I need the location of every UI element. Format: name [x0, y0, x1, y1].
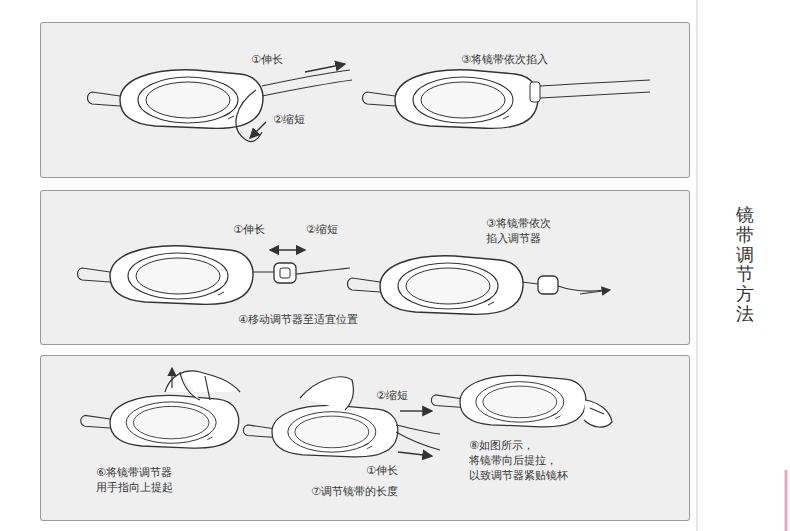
step-label: ⑥将镜带调节器 用手指向上提起 — [96, 466, 196, 496]
step-label: ②缩短 — [306, 223, 366, 238]
instruction-panel: ①伸长 ②缩短 ③将镜带依次掐入 — [40, 22, 690, 178]
step-label: ①伸长 — [366, 464, 426, 479]
step-label: ④移动调节器至适宜位置 — [238, 313, 408, 328]
step-label: ②缩短 — [376, 389, 436, 404]
instruction-panel: ①伸长 ②缩短 ③将镜带依次 掐入调节器 ④移动调节器至适宜位置 — [40, 190, 690, 345]
instruction-panel: ⑥将镜带调节器 用手指向上提起 ②缩短 ①伸长 ⑦调节镜带的长度 ⑧如图所示， 将镜带向… — [40, 355, 690, 521]
step-label: ①伸长 — [251, 53, 311, 68]
side-title: 镜带调节方法 — [736, 205, 754, 324]
step-label: ⑧如图所示， 将镜带向后提拉， 以致调节器紧贴镜杯 — [469, 439, 619, 484]
step-label: ②缩短 — [273, 113, 333, 128]
step-label: ③将镜带依次掐入 — [461, 53, 601, 68]
step-label: ①伸长 — [233, 223, 293, 238]
step-label: ⑦调节镜带的长度 — [311, 485, 441, 500]
step-label: ③将镜带依次 掐入调节器 — [486, 217, 576, 247]
